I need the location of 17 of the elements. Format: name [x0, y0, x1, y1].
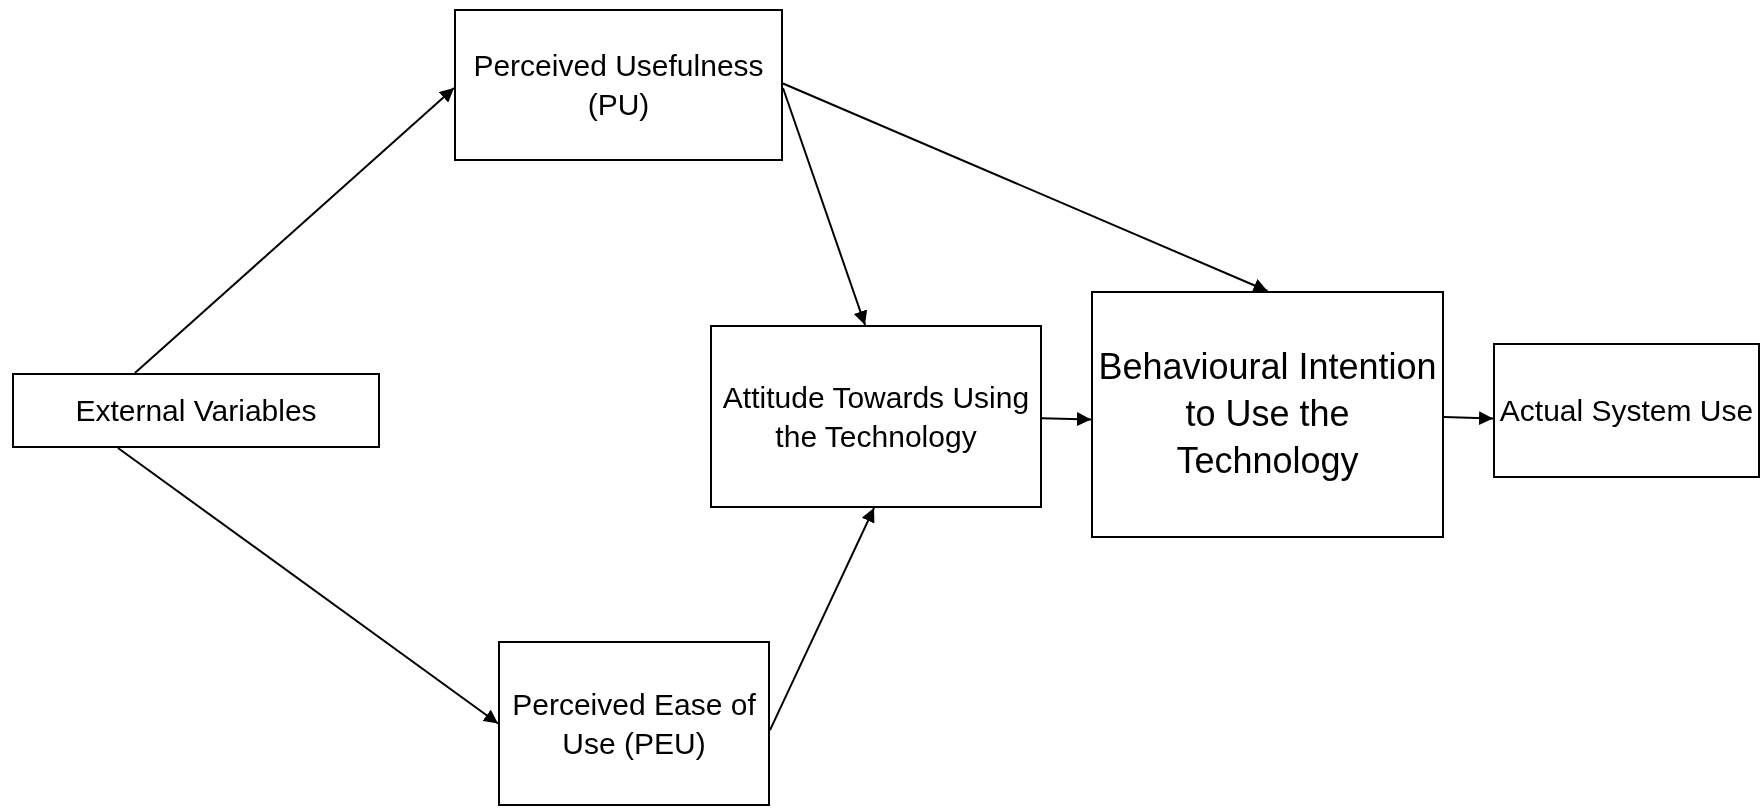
arrow — [1443, 411, 1494, 426]
arrow — [1041, 412, 1092, 427]
process-box — [12, 373, 380, 448]
process-box — [454, 9, 783, 161]
arrow — [133, 87, 455, 374]
node-label: Perceived Usefulness (PU) — [472, 48, 765, 123]
process-box — [1493, 343, 1760, 478]
node-label: Perceived Ease of Use (PEU) — [511, 686, 757, 762]
node-label: External Variables — [75, 393, 317, 429]
process-box — [498, 641, 770, 806]
node-label: Behavioural Intention to Use the Technology — [1097, 345, 1438, 483]
process-box — [1091, 291, 1444, 538]
arrow — [782, 82, 1269, 292]
node-label: Actual System Use — [1499, 393, 1754, 429]
process-box — [710, 325, 1042, 508]
arrow — [117, 447, 499, 725]
node-label: Attitude Towards Using the Technology — [721, 379, 1031, 455]
